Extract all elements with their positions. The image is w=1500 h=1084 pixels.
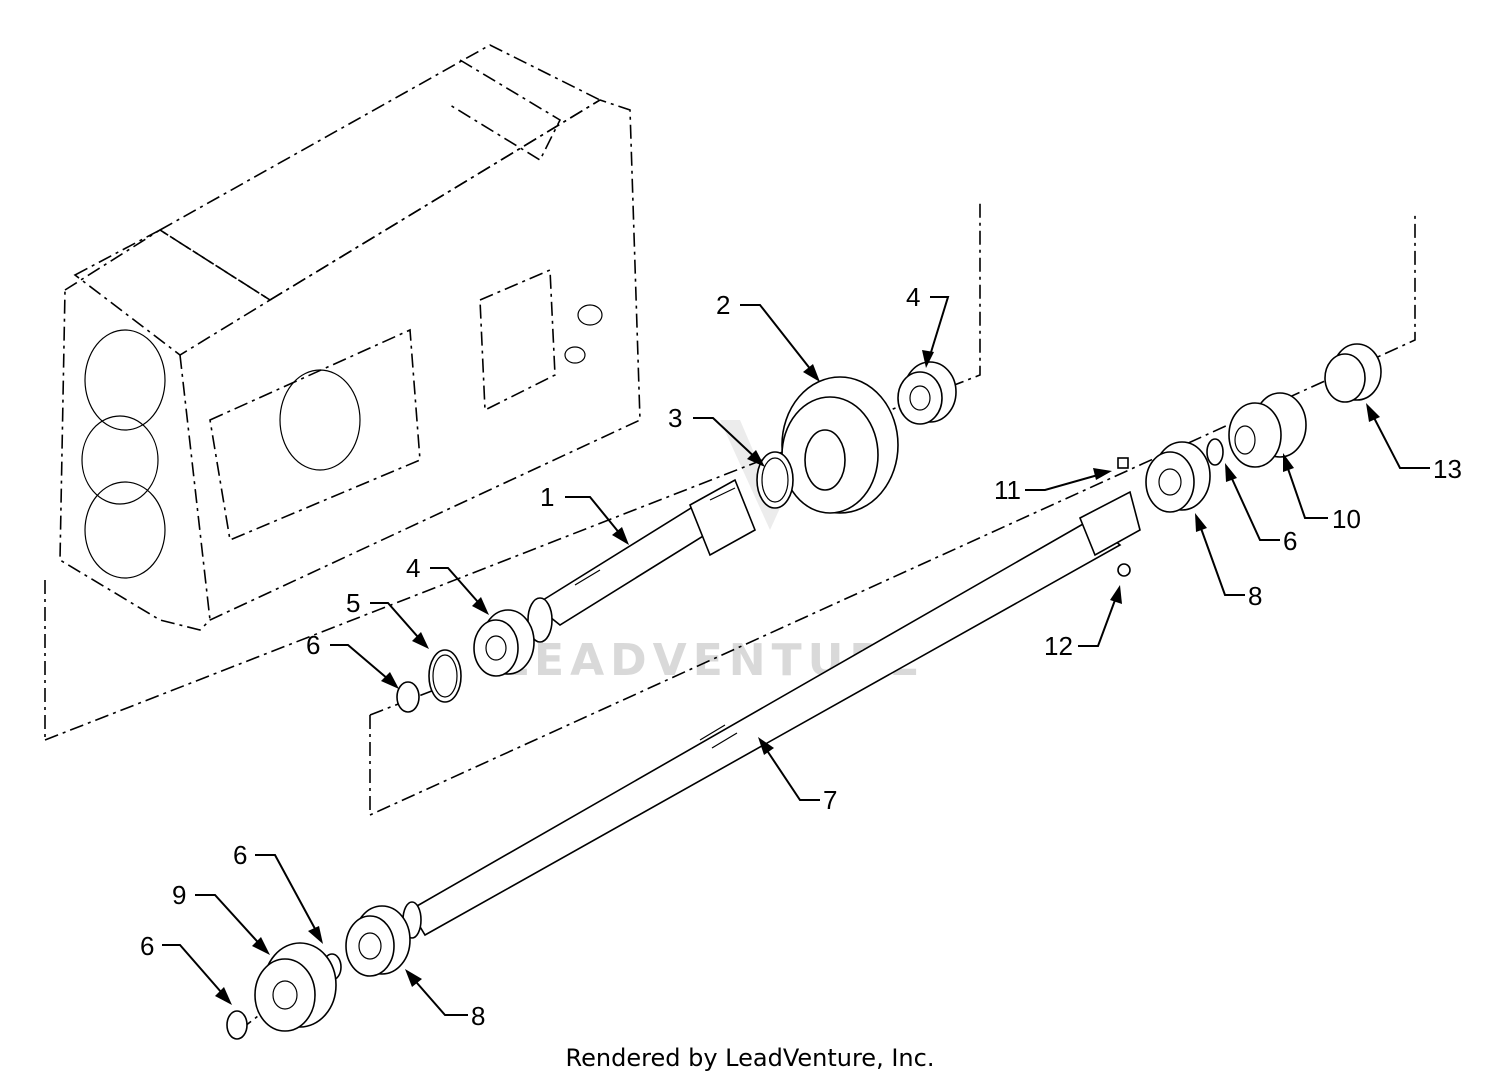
callout-4-lower: 4 <box>406 553 420 583</box>
part-9-bearing-housing <box>254 942 337 1032</box>
callout-5: 5 <box>346 588 360 618</box>
part-10-coupler <box>1228 392 1307 468</box>
part-13-cap <box>1324 343 1382 403</box>
callout-12: 12 <box>1044 631 1073 661</box>
part-4-bearing-upper <box>897 361 957 425</box>
rendered-by-credit: Rendered by LeadVenture, Inc. <box>565 1044 935 1072</box>
part-2-gear <box>781 376 899 514</box>
part-4-bearing-lower <box>473 609 535 677</box>
part-3-snap-ring <box>756 451 794 509</box>
callout-6-d: 6 <box>140 931 154 961</box>
axis-lines <box>44 200 1416 1031</box>
callout-4-upper: 4 <box>906 282 920 312</box>
callout-7: 7 <box>823 785 837 815</box>
part-1-shaft <box>527 478 757 643</box>
transmission-housing <box>44 44 641 740</box>
callout-6-b: 6 <box>1283 526 1297 556</box>
callout-leaders <box>162 296 1430 1016</box>
part-8-bearing-lower <box>345 905 411 977</box>
part-6-ring-d <box>226 1010 248 1040</box>
part-8-bearing-upper <box>1145 441 1211 513</box>
callout-1: 1 <box>540 482 554 512</box>
part-12-ball <box>1117 563 1131 577</box>
part-6-ring-a <box>396 681 420 713</box>
callout-11: 11 <box>994 475 1021 505</box>
part-5-shim <box>428 649 462 703</box>
callout-9: 9 <box>172 880 186 910</box>
callout-6-a: 6 <box>306 630 320 660</box>
part-11-key <box>1117 457 1129 469</box>
callout-6-c: 6 <box>233 840 247 870</box>
part-7-long-shaft <box>402 490 1141 939</box>
callout-10: 10 <box>1332 504 1361 534</box>
callout-labels: 1 2 3 4 4 5 6 6 6 6 7 8 8 9 10 11 12 13 <box>140 282 1462 1031</box>
callout-3: 3 <box>668 403 682 433</box>
part-6-ring-b <box>1206 438 1224 466</box>
callout-2: 2 <box>716 290 730 320</box>
callout-8-upper: 8 <box>1248 581 1262 611</box>
callout-13: 13 <box>1433 454 1462 484</box>
callout-8-lower: 8 <box>471 1001 485 1031</box>
